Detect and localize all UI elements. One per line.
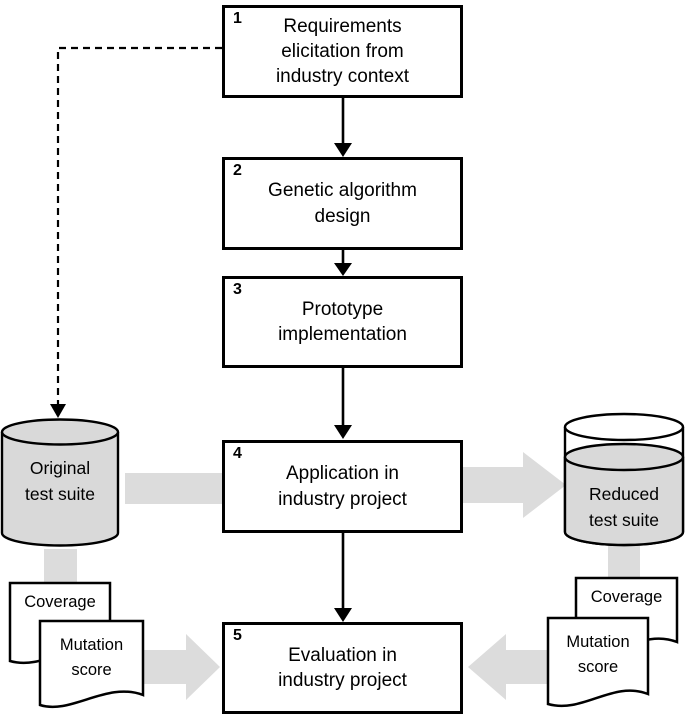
coverage-label-left: Coverage (24, 592, 96, 611)
mutation-score-document-left (38, 619, 145, 708)
reduced-test-suite-label: Reduced test suite (588, 483, 660, 530)
reduced-test-suite-cylinder (563, 412, 685, 547)
step-box-2: 2 Genetic algorithm design (222, 157, 463, 250)
block-arrow-right-scores-to-step5 (468, 634, 552, 700)
step-label: Evaluation in industry project (278, 644, 407, 691)
connector-reduced-to-documents (608, 546, 640, 579)
mutation-score-document-right (546, 616, 650, 707)
step-number: 5 (233, 627, 242, 644)
flow-arrow-step3-step4 (334, 368, 352, 439)
flow-arrow-step1-step2 (334, 98, 352, 157)
original-test-suite-label: Original test suite (24, 457, 96, 504)
block-arrow-left-scores-to-step5 (140, 634, 220, 700)
connector-original-to-documents (44, 549, 77, 584)
step-number: 4 (233, 445, 242, 462)
dashed-arrow-step1-to-original (50, 46, 222, 418)
step-number: 3 (233, 281, 242, 298)
step-label: Application in industry project (278, 463, 407, 510)
step-label: Genetic algorithm design (268, 180, 417, 227)
step-box-4: 4 Application in industry project (222, 440, 463, 533)
mutation-score-label-right: Mutation score (566, 633, 630, 676)
block-arrow-step4-to-reduced (463, 452, 566, 518)
step-box-1: 1 Requirements elicitation from industry… (222, 5, 463, 98)
flow-arrow-step4-step5 (334, 533, 352, 622)
step-label: Prototype implementation (278, 298, 407, 345)
original-test-suite-cylinder (0, 418, 120, 547)
coverage-label-right: Coverage (590, 587, 663, 606)
step-box-5: 5 Evaluation in industry project (222, 622, 463, 714)
connector-original-to-step4 (125, 473, 222, 504)
step-box-3: 3 Prototype implementation (222, 276, 463, 368)
step-number: 1 (233, 10, 242, 27)
step-number: 2 (233, 162, 242, 179)
mutation-score-label-left: Mutation score (59, 636, 124, 679)
step-label: Requirements elicitation from industry c… (275, 15, 410, 88)
flow-arrow-step2-step3 (334, 250, 352, 276)
